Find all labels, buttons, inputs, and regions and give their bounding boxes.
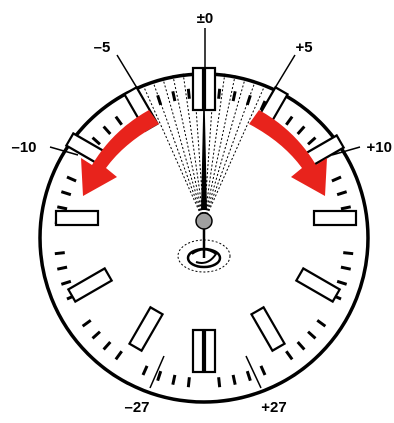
minor-tick xyxy=(55,253,65,254)
minor-tick xyxy=(173,375,175,385)
marker-bottom-b xyxy=(205,330,215,372)
minor-tick xyxy=(57,207,67,209)
marker-right xyxy=(314,211,356,225)
marker-zero xyxy=(193,68,203,110)
minor-tick xyxy=(233,91,235,101)
minor-tick xyxy=(341,267,351,269)
label-zero: ±0 xyxy=(197,10,214,27)
marker-left xyxy=(56,211,98,225)
label-minus-27: –27 xyxy=(124,399,149,416)
label-minus-10: –10 xyxy=(11,139,36,156)
label-plus-27: +27 xyxy=(261,399,286,416)
minor-tick xyxy=(173,91,175,101)
minor-tick xyxy=(188,377,189,387)
minor-tick xyxy=(219,89,220,99)
minor-tick xyxy=(188,89,189,99)
label-plus-10: +10 xyxy=(367,139,392,156)
minor-tick xyxy=(233,375,235,385)
label-minus-5: –5 xyxy=(94,39,111,56)
minor-tick xyxy=(343,253,353,254)
minor-tick xyxy=(341,207,351,209)
label-plus-5: +5 xyxy=(295,39,312,56)
marker-bottom xyxy=(193,330,203,372)
minor-tick xyxy=(57,267,67,269)
marker-zero-b xyxy=(205,68,215,110)
minor-tick xyxy=(219,377,220,387)
